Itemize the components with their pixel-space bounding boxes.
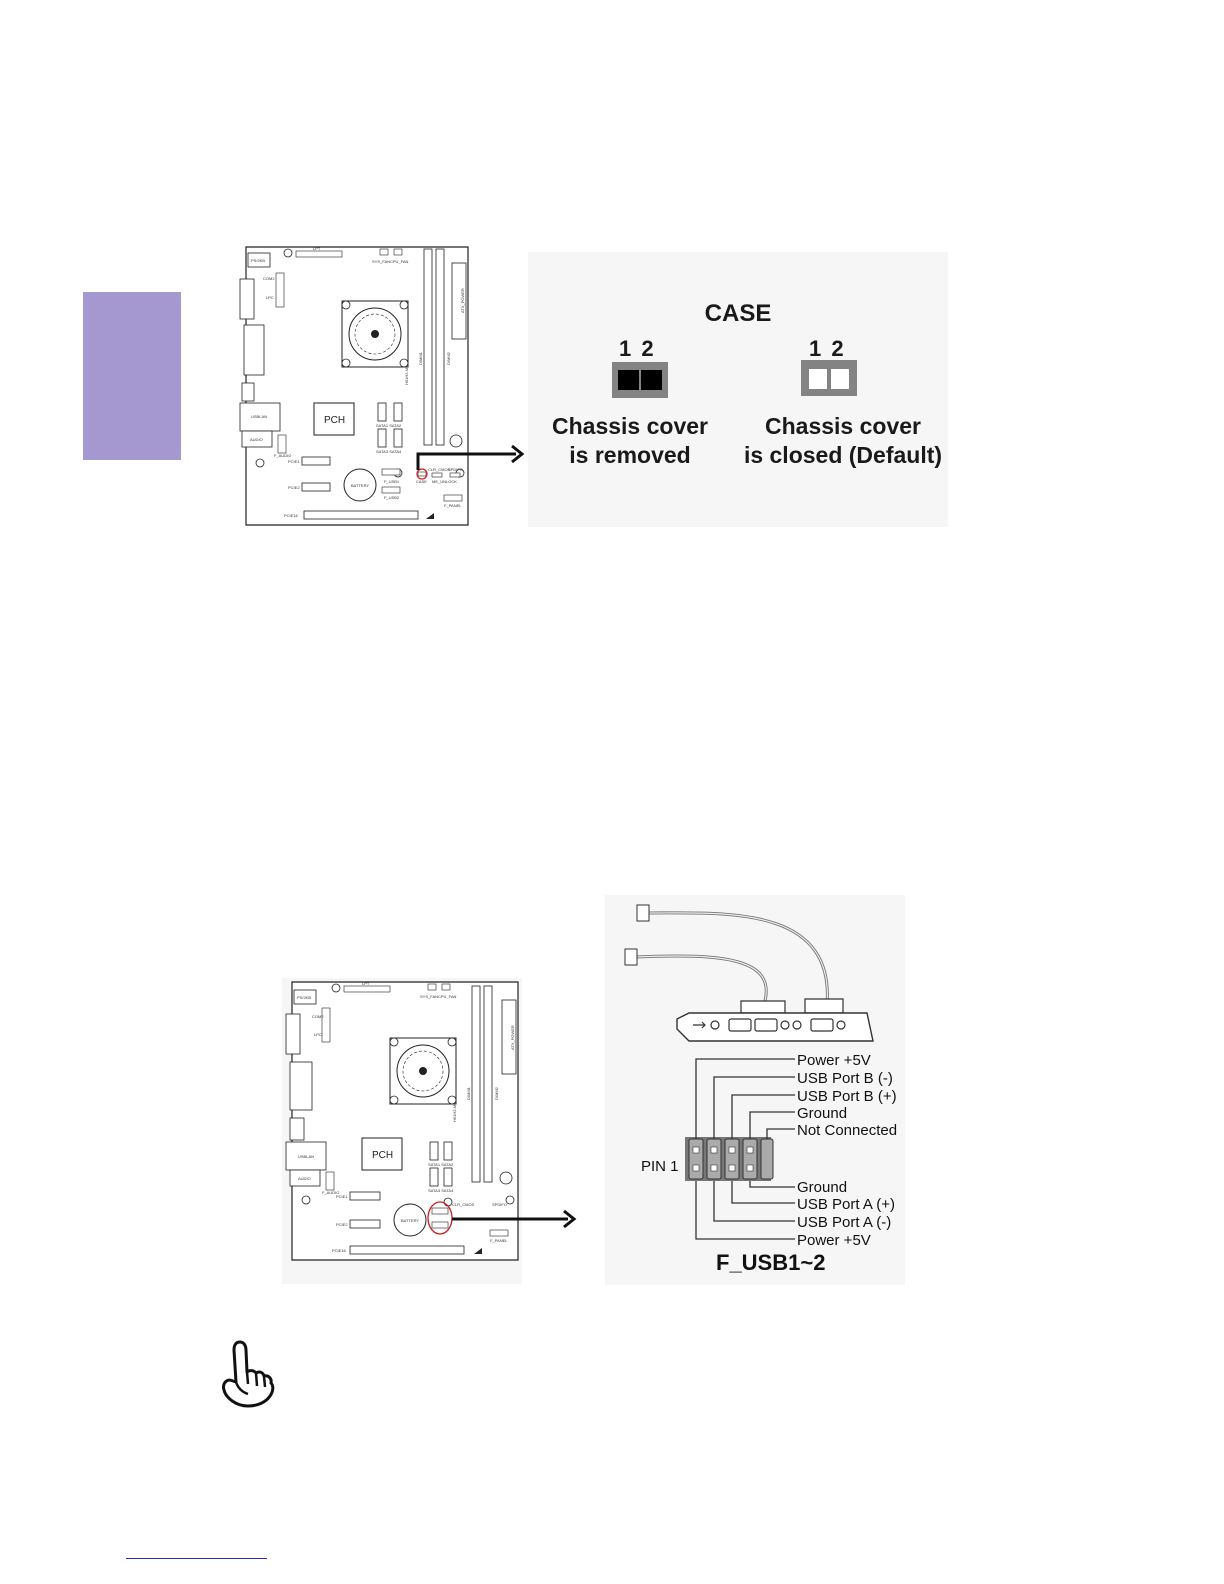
footer-rule <box>126 1558 267 1559</box>
board-label-ps2: PS/2KB <box>251 258 265 263</box>
board-label-sys-fan: SYS_FAN <box>372 259 390 264</box>
board2-label-ps2: PS/2KB <box>297 995 311 1000</box>
board-label-cpu-fan: CPU_FAN <box>390 259 409 264</box>
case-right-caption-line2: is closed (Default) <box>743 442 943 468</box>
board-label-pch: PCH <box>324 415 345 426</box>
case-left-caption-line1: Chassis cover <box>552 413 708 439</box>
case-title: CASE <box>704 300 772 327</box>
board2-label-f-audio: F_AUDIO <box>322 1190 339 1195</box>
board2-label-model: H61H2-M <box>452 1105 457 1122</box>
board2-label-pcie1: PCIE1 <box>336 1194 348 1199</box>
board2-label-lpt: LPT <box>362 981 370 986</box>
pin-label-bottom-1: Ground <box>797 1179 847 1196</box>
board-label-sata12: SATA1 SATA2 <box>376 423 402 428</box>
board2-label-pch: PCH <box>372 1150 393 1161</box>
board-label-me-unlock: ME_UNLOCK <box>432 479 457 484</box>
board2-label-dimm2: DIMM2 <box>494 1086 499 1100</box>
board-label-f-usb2: F_USB2 <box>384 495 400 500</box>
board-label-battery: BATTERY <box>351 483 369 488</box>
motherboard-diagram-top: PS/2KB USBLAN AUDIO COM2 LPC F_AUDIO LPT… <box>238 243 474 529</box>
pin-label-bottom-2: USB Port A (+) <box>797 1196 895 1213</box>
board2-label-pcie16: PCIE16 <box>332 1248 347 1253</box>
board-label-com: COM2 <box>263 276 275 281</box>
pin-label-top-1: Power +5V <box>797 1052 871 1069</box>
board-label-usblan: USBLAN <box>251 414 267 419</box>
board-label-dimm2: DIMM2 <box>446 351 451 365</box>
case-left-caption: Chassis cover is removed <box>528 412 732 470</box>
board-label-spdif: SPDIFO <box>448 467 463 472</box>
case-right-caption: Chassis cover is closed (Default) <box>728 412 958 470</box>
chapter-side-tab <box>83 292 181 460</box>
board-label-model: H61H2-M <box>404 368 409 385</box>
pin-label-bottom-3: USB Port A (-) <box>797 1214 891 1231</box>
board-label-case: CASE <box>416 479 427 484</box>
jumper-closed-icon <box>612 362 668 398</box>
f-usb-header-icon <box>685 1137 774 1181</box>
pin-label-top-5: Not Connected <box>797 1122 897 1139</box>
pin-label-top-4: Ground <box>797 1105 847 1122</box>
jumper-open-icon <box>801 360 857 396</box>
board2-label-pcie2: PCIE2 <box>336 1222 348 1227</box>
board2-label-atx: ATX_POWER <box>510 1025 515 1050</box>
board2-label-lpc: LPC <box>314 1032 322 1037</box>
pin-label-top-3: USB Port B (+) <box>797 1088 897 1105</box>
board-label-dimm1: DIMM1 <box>418 351 423 365</box>
right-arrow-icon <box>416 444 525 470</box>
board2-label-dimm1: DIMM1 <box>466 1086 471 1100</box>
pin1-label: PIN 1 <box>641 1158 679 1175</box>
board2-label-sata12: SATA1 SATA2 <box>428 1162 454 1167</box>
case-jumper-highlight <box>416 468 428 480</box>
case-jumper-panel: CASE 1 2 1 2 Chassis cover is removed Ch… <box>528 252 948 527</box>
board2-label-f-panel: F_PANEL <box>490 1238 508 1243</box>
board-label-f-panel: F_PANEL <box>444 503 462 508</box>
board2-label-sata34: SATA3 SATA4 <box>428 1188 454 1193</box>
usb-cable-icon <box>624 904 829 1006</box>
f-usb-title: F_USB1~2 <box>716 1250 825 1275</box>
board-label-audio: AUDIO <box>250 437 263 442</box>
f-usb-panel: PIN 1 Power +5V USB Port B (-) USB Port … <box>605 895 905 1285</box>
right-arrow-icon-2 <box>452 1209 577 1229</box>
motherboard-diagram-bottom: PS/2KB USBLAN AUDIO COM2 LPC F_AUDIO LPT… <box>282 978 522 1284</box>
board-label-clr-cmos: CLR_CMOS <box>428 467 451 472</box>
usb-bracket-diagram: PIN 1 Power +5V USB Port B (-) USB Port … <box>624 904 897 1275</box>
board2-label-com: COM2 <box>312 1014 324 1019</box>
board-label-lpc: LPC <box>266 295 274 300</box>
board2-label-audio: AUDIO <box>298 1176 311 1181</box>
board-label-atx: ATX_POWER <box>460 288 465 313</box>
board2-label-cpu-fan: CPU_FAN <box>438 994 457 999</box>
board-label-sata34: SATA3 SATA4 <box>376 449 402 454</box>
case-left-caption-line2: is removed <box>569 442 691 468</box>
board-label-pcie16: PCIE16 <box>284 513 299 518</box>
board2-label-sys-fan: SYS_FAN <box>420 994 438 999</box>
pin-label-top-2: USB Port B (-) <box>797 1070 893 1087</box>
board-label-lpt: LPT <box>313 246 321 251</box>
board-label-pcie1: PCIE1 <box>288 459 300 464</box>
board-label-f-usb1: F_USB1 <box>384 479 400 484</box>
board2-label-battery: BATTERY <box>401 1218 419 1223</box>
board2-label-clr-cmos: CLR_CMOS <box>452 1202 475 1207</box>
case-left-pins: 1 2 <box>619 336 656 361</box>
board-label-pcie2: PCIE2 <box>288 485 300 490</box>
usb-bracket-icon <box>676 998 874 1042</box>
case-right-pins: 1 2 <box>809 336 846 361</box>
board2-label-spdif: SPDIFO <box>492 1202 507 1207</box>
pointing-hand-icon <box>222 1340 275 1408</box>
pin-label-bottom-4: Power +5V <box>797 1232 871 1249</box>
board-label-f-audio: F_AUDIO <box>274 453 291 458</box>
case-right-caption-line1: Chassis cover <box>765 413 921 439</box>
board2-label-usblan: USBLAN <box>298 1154 314 1159</box>
